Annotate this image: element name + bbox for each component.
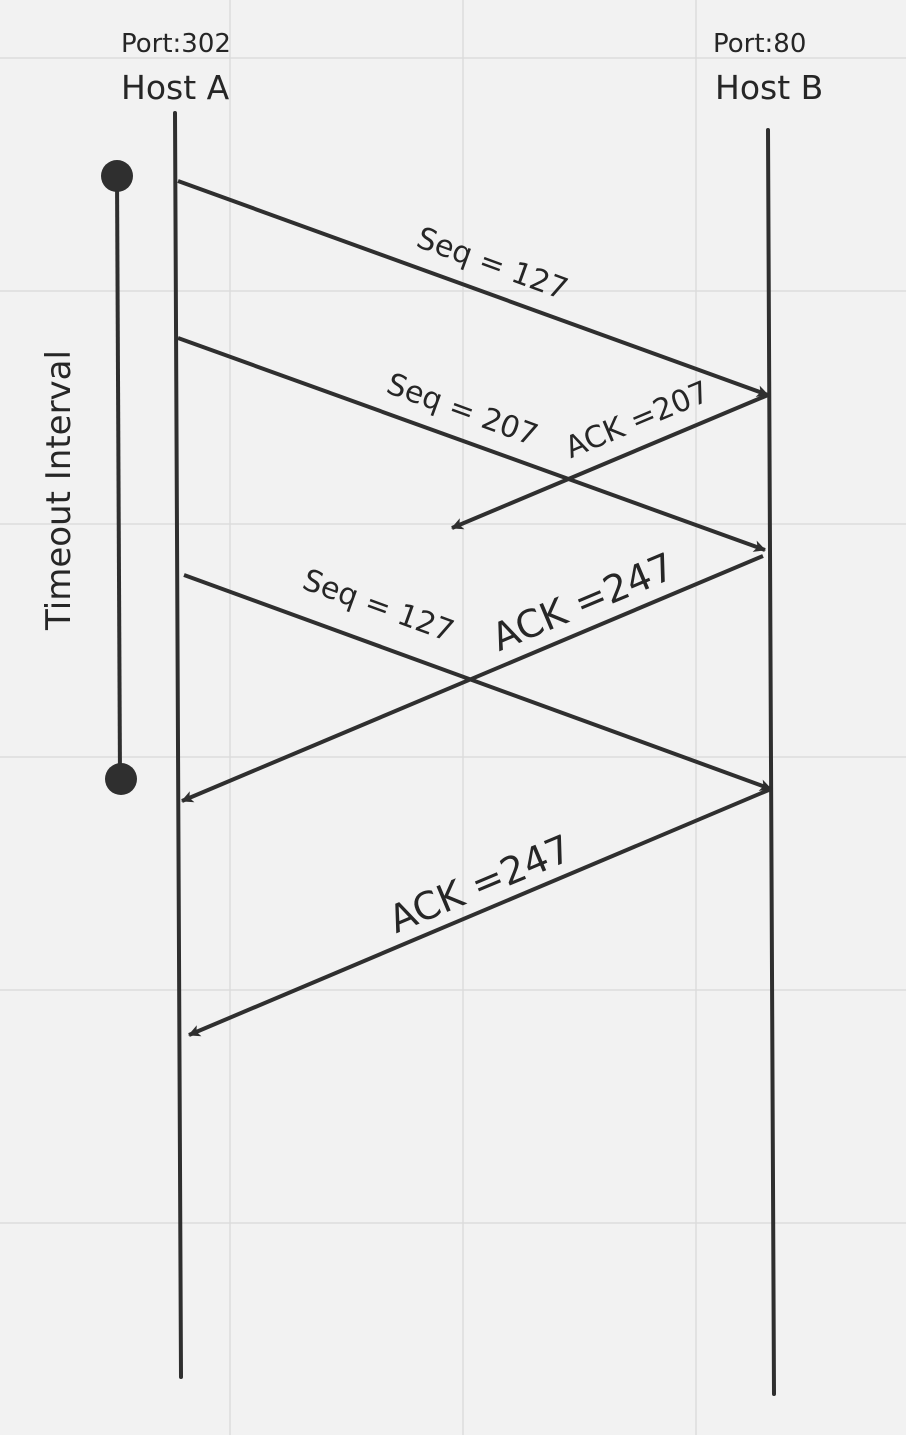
timeout-interval-label: Timeout Interval (39, 350, 79, 631)
host-a-lifeline (173, 111, 183, 1379)
message-label-ack-207: ACK =207 (560, 375, 714, 466)
message-arrow-ack-247-second (188, 787, 772, 1037)
timeout-interval-marker (101, 160, 137, 795)
host-a-port-label: Port:302 (121, 29, 231, 59)
host-b-lifeline (766, 128, 776, 1396)
host-b-port-label: Port:80 (713, 29, 806, 59)
timeout-line (115, 175, 122, 780)
message-arrow-seq-127 (177, 179, 769, 397)
host-a-name-label: Host A (121, 68, 230, 107)
message-label-seq-127-retransmit: Seq = 127 (298, 563, 458, 650)
message-arrow-ack-247 (181, 554, 764, 803)
timeout-start-dot (101, 160, 133, 192)
message-arrow-seq-127-retransmit (183, 573, 772, 791)
lifelines (173, 111, 776, 1396)
message-arrow-seq-207 (177, 336, 766, 552)
timeout-end-dot (105, 763, 137, 795)
message-arrows (177, 179, 772, 1037)
message-arrow-ack-207 (451, 393, 769, 530)
host-b-name-label: Host B (715, 68, 823, 107)
